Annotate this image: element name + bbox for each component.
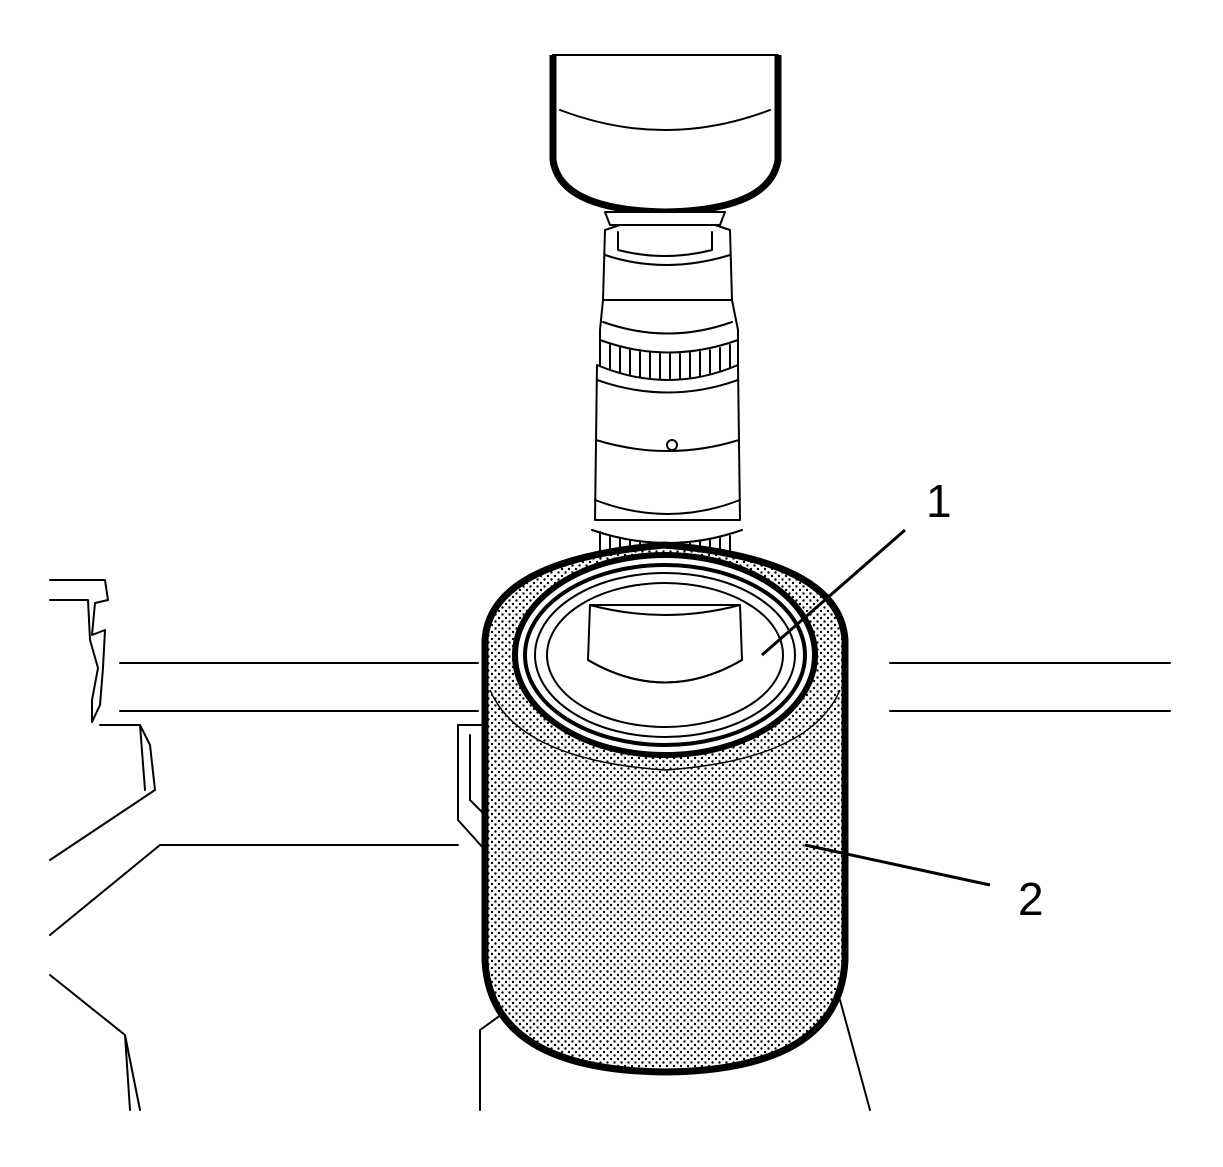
press-ram <box>549 54 782 226</box>
callout-1-leader <box>761 528 906 657</box>
fixture-housing-right <box>479 662 1171 1111</box>
callout-2-label: 2 <box>1018 873 1044 925</box>
callout-1-label: 1 <box>926 475 952 527</box>
output-shaft <box>591 224 743 611</box>
callout-2-leader <box>804 843 991 887</box>
fixture-housing-left <box>49 579 486 1111</box>
bearing-assembly <box>512 552 818 758</box>
